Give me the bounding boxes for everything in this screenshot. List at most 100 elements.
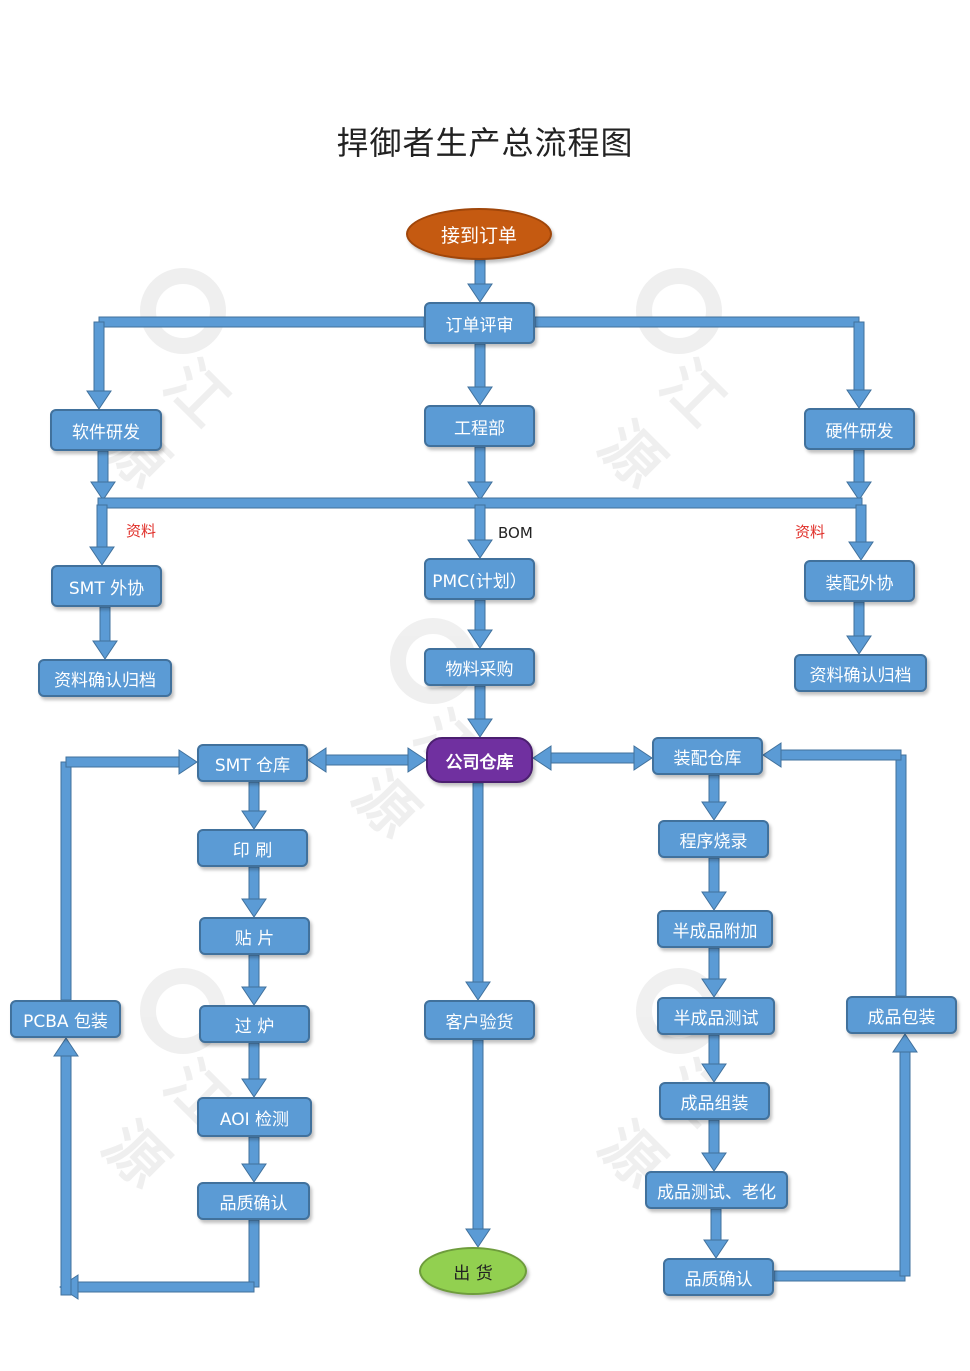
connector-line xyxy=(60,761,72,1001)
node-start[interactable]: 接到订单 xyxy=(406,208,552,260)
node-software-rd[interactable]: 软件研发 xyxy=(50,409,162,451)
arrowhead xyxy=(86,390,112,410)
node-order-review[interactable]: 订单评审 xyxy=(424,302,535,344)
node-assembly-warehouse[interactable]: 装配仓库 xyxy=(652,737,763,775)
node-doc-archive-right[interactable]: 资料确认归档 xyxy=(794,654,927,692)
arrowhead xyxy=(241,810,267,830)
arrowhead xyxy=(846,481,872,501)
node-final-test-aging[interactable]: 成品测试、老化 xyxy=(645,1171,788,1209)
connector-line xyxy=(710,1208,722,1243)
arrowhead xyxy=(89,546,115,566)
arrowhead xyxy=(241,1078,267,1098)
node-pcba-pack[interactable]: PCBA 包装 xyxy=(10,1000,121,1038)
arrowhead xyxy=(892,1033,918,1053)
edge-label-bom: BOM xyxy=(498,524,533,542)
node-doc-archive-left[interactable]: 资料确认归档 xyxy=(38,659,172,697)
page-title: 捍御者生产总流程图 xyxy=(336,124,634,162)
connector-line xyxy=(93,321,105,394)
arrowhead xyxy=(178,749,198,775)
node-assembly-outsource[interactable]: 装配外协 xyxy=(804,560,915,602)
node-printing[interactable]: 印 刷 xyxy=(197,829,308,867)
connector-line xyxy=(472,1039,484,1232)
arrowhead xyxy=(241,898,267,918)
arrowhead xyxy=(467,481,493,501)
arrowhead xyxy=(467,283,493,303)
node-customer-inspect[interactable]: 客户验货 xyxy=(424,1000,535,1040)
arrowhead xyxy=(532,745,552,771)
arrowhead xyxy=(701,1063,727,1083)
arrowhead xyxy=(465,1228,491,1248)
node-final-assembly[interactable]: 成品组装 xyxy=(659,1082,770,1120)
arrowhead xyxy=(92,640,118,660)
node-pmc[interactable]: PMC(计划） xyxy=(424,558,535,600)
edge-label-doc-left: 资料 xyxy=(126,522,157,540)
connector-line xyxy=(248,1219,260,1288)
connector-line xyxy=(99,606,111,644)
node-material-purchase[interactable]: 物料采购 xyxy=(424,648,535,686)
arrowhead xyxy=(703,1239,729,1259)
arrowhead xyxy=(633,745,653,771)
arrowhead xyxy=(701,801,727,821)
connector-line xyxy=(548,752,637,764)
node-programming[interactable]: 程序烧录 xyxy=(658,820,769,858)
connector-line xyxy=(853,449,865,485)
arrowhead xyxy=(701,1152,727,1172)
connector-line xyxy=(534,316,860,328)
connector-line xyxy=(472,782,484,985)
node-placement[interactable]: 贴 片 xyxy=(199,917,310,955)
connector-line xyxy=(474,446,486,485)
node-smt-warehouse[interactable]: SMT 仓库 xyxy=(197,744,308,782)
connector-line xyxy=(773,1270,906,1282)
node-hardware-rd[interactable]: 硬件研发 xyxy=(804,408,915,450)
connector-line xyxy=(855,504,867,545)
connector-line xyxy=(474,599,486,633)
connector-line xyxy=(323,754,411,766)
node-semi-attach[interactable]: 半成品附加 xyxy=(657,910,773,948)
arrowhead xyxy=(467,629,493,649)
connector-line xyxy=(708,947,720,982)
node-company-warehouse[interactable]: 公司仓库 xyxy=(426,737,533,783)
arrowhead xyxy=(846,635,872,655)
connector-line xyxy=(778,749,902,761)
node-aoi[interactable]: AOI 检测 xyxy=(197,1097,312,1137)
arrowhead xyxy=(241,1163,267,1183)
node-reflow[interactable]: 过 炉 xyxy=(199,1005,310,1043)
node-quality-left[interactable]: 品质确认 xyxy=(197,1182,310,1220)
connector-line xyxy=(97,450,109,485)
connector-line xyxy=(708,857,720,895)
arrowhead xyxy=(307,747,327,773)
connector-line xyxy=(75,1281,255,1293)
connector-line xyxy=(248,866,260,902)
arrowhead xyxy=(846,389,872,409)
connector-line xyxy=(708,1119,720,1156)
connector-line xyxy=(708,1034,720,1067)
arrowhead xyxy=(701,978,727,998)
node-ship[interactable]: 出 货 xyxy=(419,1247,527,1295)
connector-line xyxy=(853,321,865,393)
arrowhead xyxy=(53,1037,79,1057)
arrowhead xyxy=(90,481,116,501)
arrowhead xyxy=(848,541,874,561)
connector-line xyxy=(248,1042,260,1082)
connector-line xyxy=(96,504,108,550)
connector-line xyxy=(98,316,425,328)
connector-line xyxy=(474,259,486,287)
connector-line xyxy=(899,1049,911,1277)
arrowhead xyxy=(762,742,782,768)
node-quality-right[interactable]: 品质确认 xyxy=(663,1258,774,1296)
node-engineering[interactable]: 工程部 xyxy=(424,405,535,447)
node-smt-outsource[interactable]: SMT 外协 xyxy=(51,565,162,607)
connector-line xyxy=(708,774,720,805)
connector-line xyxy=(895,754,907,997)
arrowhead xyxy=(465,981,491,1001)
connector-line xyxy=(474,685,486,722)
arrowhead xyxy=(241,986,267,1006)
connector-line xyxy=(248,1136,260,1167)
connector-line xyxy=(248,954,260,990)
node-final-pack[interactable]: 成品包装 xyxy=(846,996,957,1034)
arrowhead xyxy=(467,539,493,559)
arrowhead xyxy=(701,891,727,911)
node-semi-test[interactable]: 半成品测试 xyxy=(657,997,775,1035)
